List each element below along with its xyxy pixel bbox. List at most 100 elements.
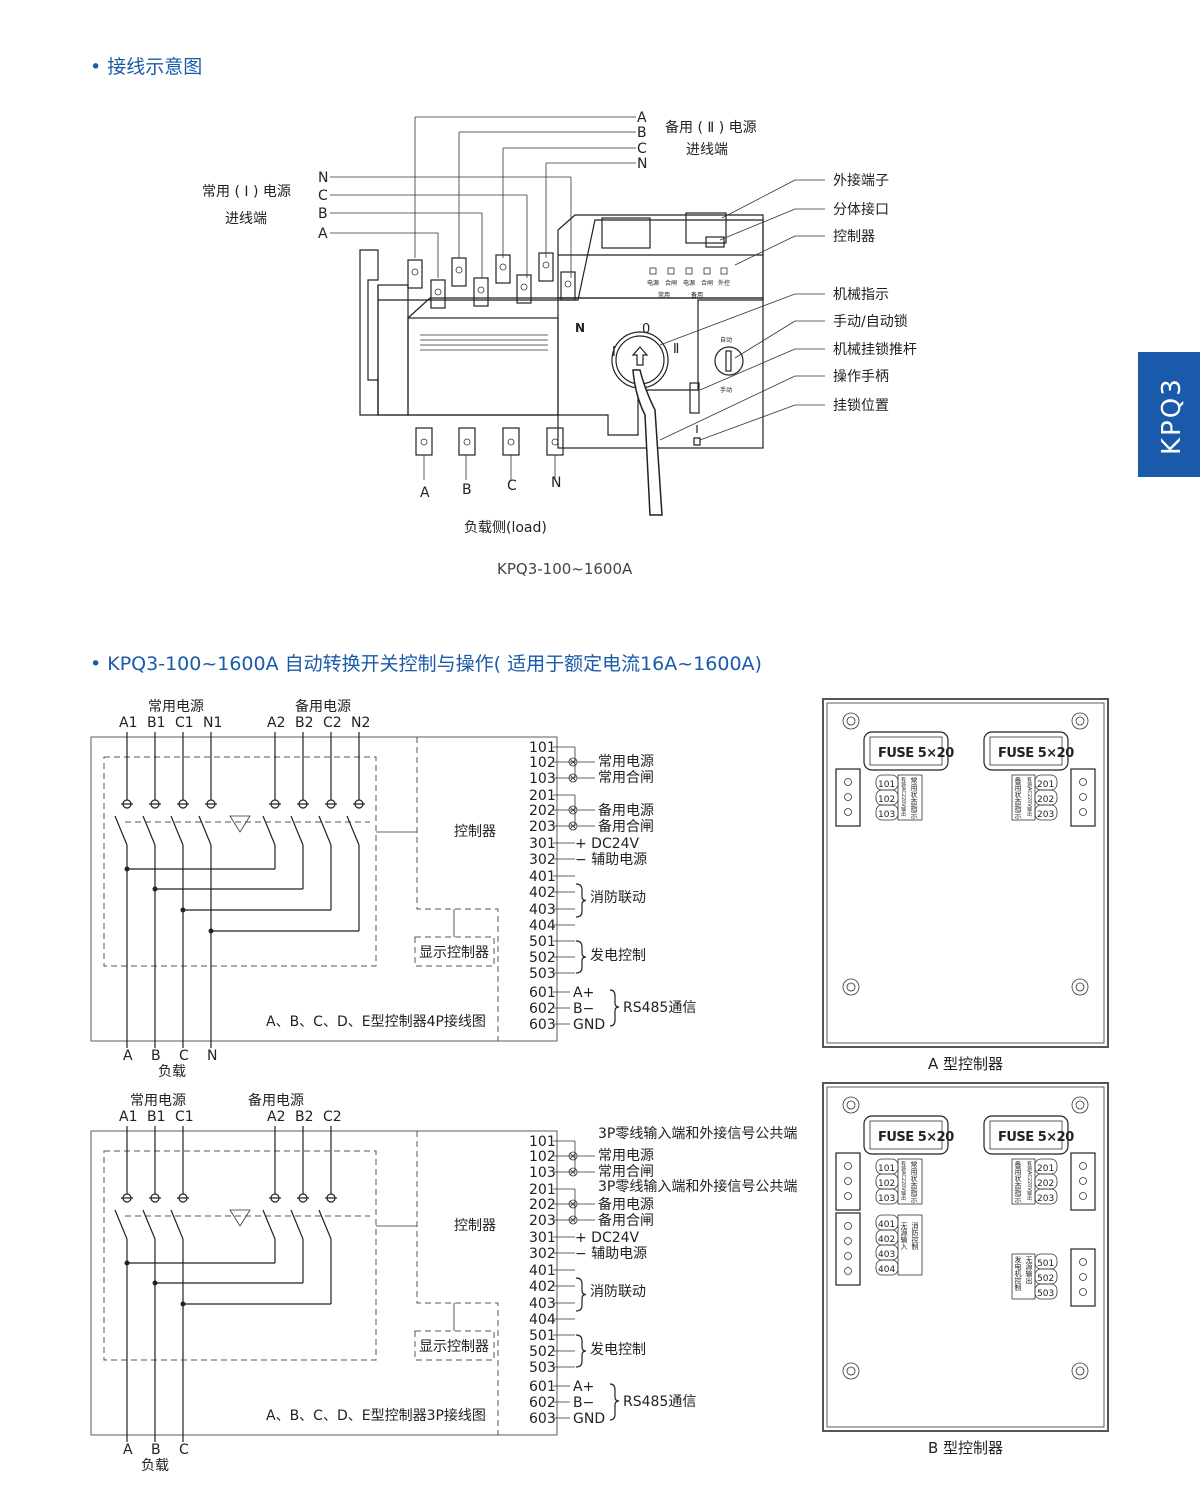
backup-phase-label: A bbox=[637, 110, 647, 126]
label-box bbox=[897, 774, 923, 821]
terminal-label: − 辅助电源 bbox=[575, 852, 647, 868]
switch-device-illustration: Ⅰ 0 Ⅱ N 自动 手动 电源合闸电源合闸外控常用备用 bbox=[330, 116, 825, 516]
mounting-hole-icon bbox=[842, 712, 860, 730]
section-title-control: • KPQ3-100~1600A 自动转换开关控制与操作( 适用于额定电流16A… bbox=[90, 653, 762, 675]
label-box bbox=[897, 1158, 923, 1205]
lamp-cross bbox=[569, 1200, 577, 1208]
plug-screw-icon bbox=[844, 1252, 852, 1260]
terminal-label: B− bbox=[573, 1001, 594, 1017]
leader-line bbox=[659, 293, 796, 346]
label-box bbox=[1011, 1253, 1036, 1300]
terminal-number: 502 bbox=[529, 950, 556, 966]
switch-blade bbox=[142, 1209, 156, 1240]
terminal-plug bbox=[835, 1212, 861, 1286]
terminal-number: 503 bbox=[529, 1360, 556, 1376]
terminal-number: 501 bbox=[529, 1328, 556, 1344]
plug-screw-icon bbox=[1079, 1288, 1087, 1296]
terminal-number: 603 bbox=[529, 1017, 556, 1033]
backup-phase-label: A2 bbox=[267, 1109, 285, 1125]
terminal-label: GND bbox=[573, 1017, 605, 1033]
plug-screw-icon bbox=[1079, 778, 1087, 786]
mounting-hole-icon bbox=[1071, 978, 1089, 996]
load-phase-label: N bbox=[207, 1048, 217, 1064]
indicator-lamp bbox=[685, 267, 693, 275]
switch-blade bbox=[170, 815, 184, 846]
dial-label-I: Ⅰ bbox=[612, 345, 616, 360]
leader-line bbox=[699, 348, 796, 391]
load-phase-label: A bbox=[420, 485, 430, 501]
brace bbox=[609, 1383, 620, 1421]
load-phase-label: B bbox=[151, 1048, 161, 1064]
indicator-group-backup: 备用 bbox=[691, 291, 703, 299]
normal-status-label: 常用状态指示 bbox=[910, 776, 918, 819]
plug-screw-icon bbox=[844, 1192, 852, 1200]
backup-phase-label: B2 bbox=[295, 715, 314, 731]
normal-source-label: 常用 ( Ⅰ ) 电源 bbox=[202, 184, 291, 200]
backup-source-label: 备用 ( Ⅱ ) 电源 bbox=[665, 119, 757, 136]
output-note: 有源AC220V输出 bbox=[1026, 1160, 1032, 1202]
terminal-number: 401 bbox=[529, 869, 556, 885]
terminal-screw bbox=[420, 438, 428, 446]
bottom-terminal-load bbox=[458, 427, 476, 456]
backup-status-label: 备用状态指示 bbox=[1014, 776, 1022, 819]
normal-phase-label: B1 bbox=[147, 1109, 166, 1125]
mounting-hole-icon bbox=[1071, 712, 1089, 730]
fire-input-note: 无源输入 bbox=[900, 1222, 908, 1250]
fuse-holder bbox=[863, 731, 949, 771]
switch-blade bbox=[290, 1209, 304, 1240]
backup-phase-label: C2 bbox=[323, 1109, 342, 1125]
mounting-hole-icon bbox=[842, 978, 860, 996]
mounting-hole-inner bbox=[846, 1366, 856, 1376]
mounting-hole-inner bbox=[1075, 716, 1085, 726]
terminal-number: 103 bbox=[878, 1194, 895, 1204]
switch-blade bbox=[142, 815, 156, 846]
terminal-number: 101 bbox=[878, 780, 895, 790]
switch-blade bbox=[114, 815, 128, 846]
brace bbox=[609, 989, 620, 1027]
controller-panel bbox=[822, 1082, 1109, 1432]
diagram-caption: A、B、C、D、E型控制器3P接线图 bbox=[266, 1407, 486, 1424]
lamp-cross bbox=[569, 1152, 577, 1160]
fuse-holder bbox=[983, 1115, 1069, 1155]
top-terminal-backup bbox=[451, 257, 467, 287]
terminal-number: 201 bbox=[1037, 1164, 1054, 1174]
terminal-number: 301 bbox=[529, 1230, 556, 1246]
controller-boundary bbox=[416, 1131, 499, 1435]
lamp-cross bbox=[569, 1216, 577, 1224]
terminal-screw bbox=[434, 288, 442, 296]
backup-phase-label: B bbox=[637, 125, 647, 141]
diagram-frame bbox=[90, 736, 558, 1042]
plug-screw-icon bbox=[1079, 1177, 1087, 1185]
terminal-label: 发电控制 bbox=[590, 1342, 646, 1358]
terminal-label: 常用合闸 bbox=[598, 770, 654, 786]
callout-label: 分体接口 bbox=[833, 201, 889, 218]
lamp-cross bbox=[569, 758, 577, 766]
label-box bbox=[1011, 1158, 1036, 1205]
terminal-label: 备用合闸 bbox=[598, 1212, 654, 1229]
plug-screw-icon bbox=[844, 778, 852, 786]
label-box bbox=[897, 1214, 923, 1276]
terminal-label: GND bbox=[573, 1411, 605, 1427]
lock-label-manual: 手动 bbox=[720, 386, 732, 394]
leader-line bbox=[719, 208, 796, 241]
terminal-number: 203 bbox=[1037, 1194, 1054, 1204]
load-phase-label: B bbox=[462, 482, 472, 498]
terminal-number: 101 bbox=[529, 1134, 556, 1150]
lamp-cross bbox=[569, 822, 577, 830]
terminal-number: 202 bbox=[1037, 1179, 1054, 1189]
load-phase-label: A bbox=[123, 1442, 133, 1458]
lamp-cross bbox=[569, 774, 577, 782]
fuse-label: FUSE 5×20 bbox=[878, 1130, 954, 1145]
terminal-number: 201 bbox=[1037, 780, 1054, 790]
load-label: 负载 bbox=[158, 1064, 186, 1080]
fuse-holder bbox=[983, 731, 1069, 771]
switch-blade bbox=[262, 1209, 276, 1240]
plug-screw-icon bbox=[1079, 793, 1087, 801]
backup-phase-label: C2 bbox=[323, 715, 342, 731]
terminal-label: A+ bbox=[573, 1379, 594, 1395]
panel-inner bbox=[826, 1086, 1105, 1428]
panel-inner bbox=[826, 702, 1105, 1044]
